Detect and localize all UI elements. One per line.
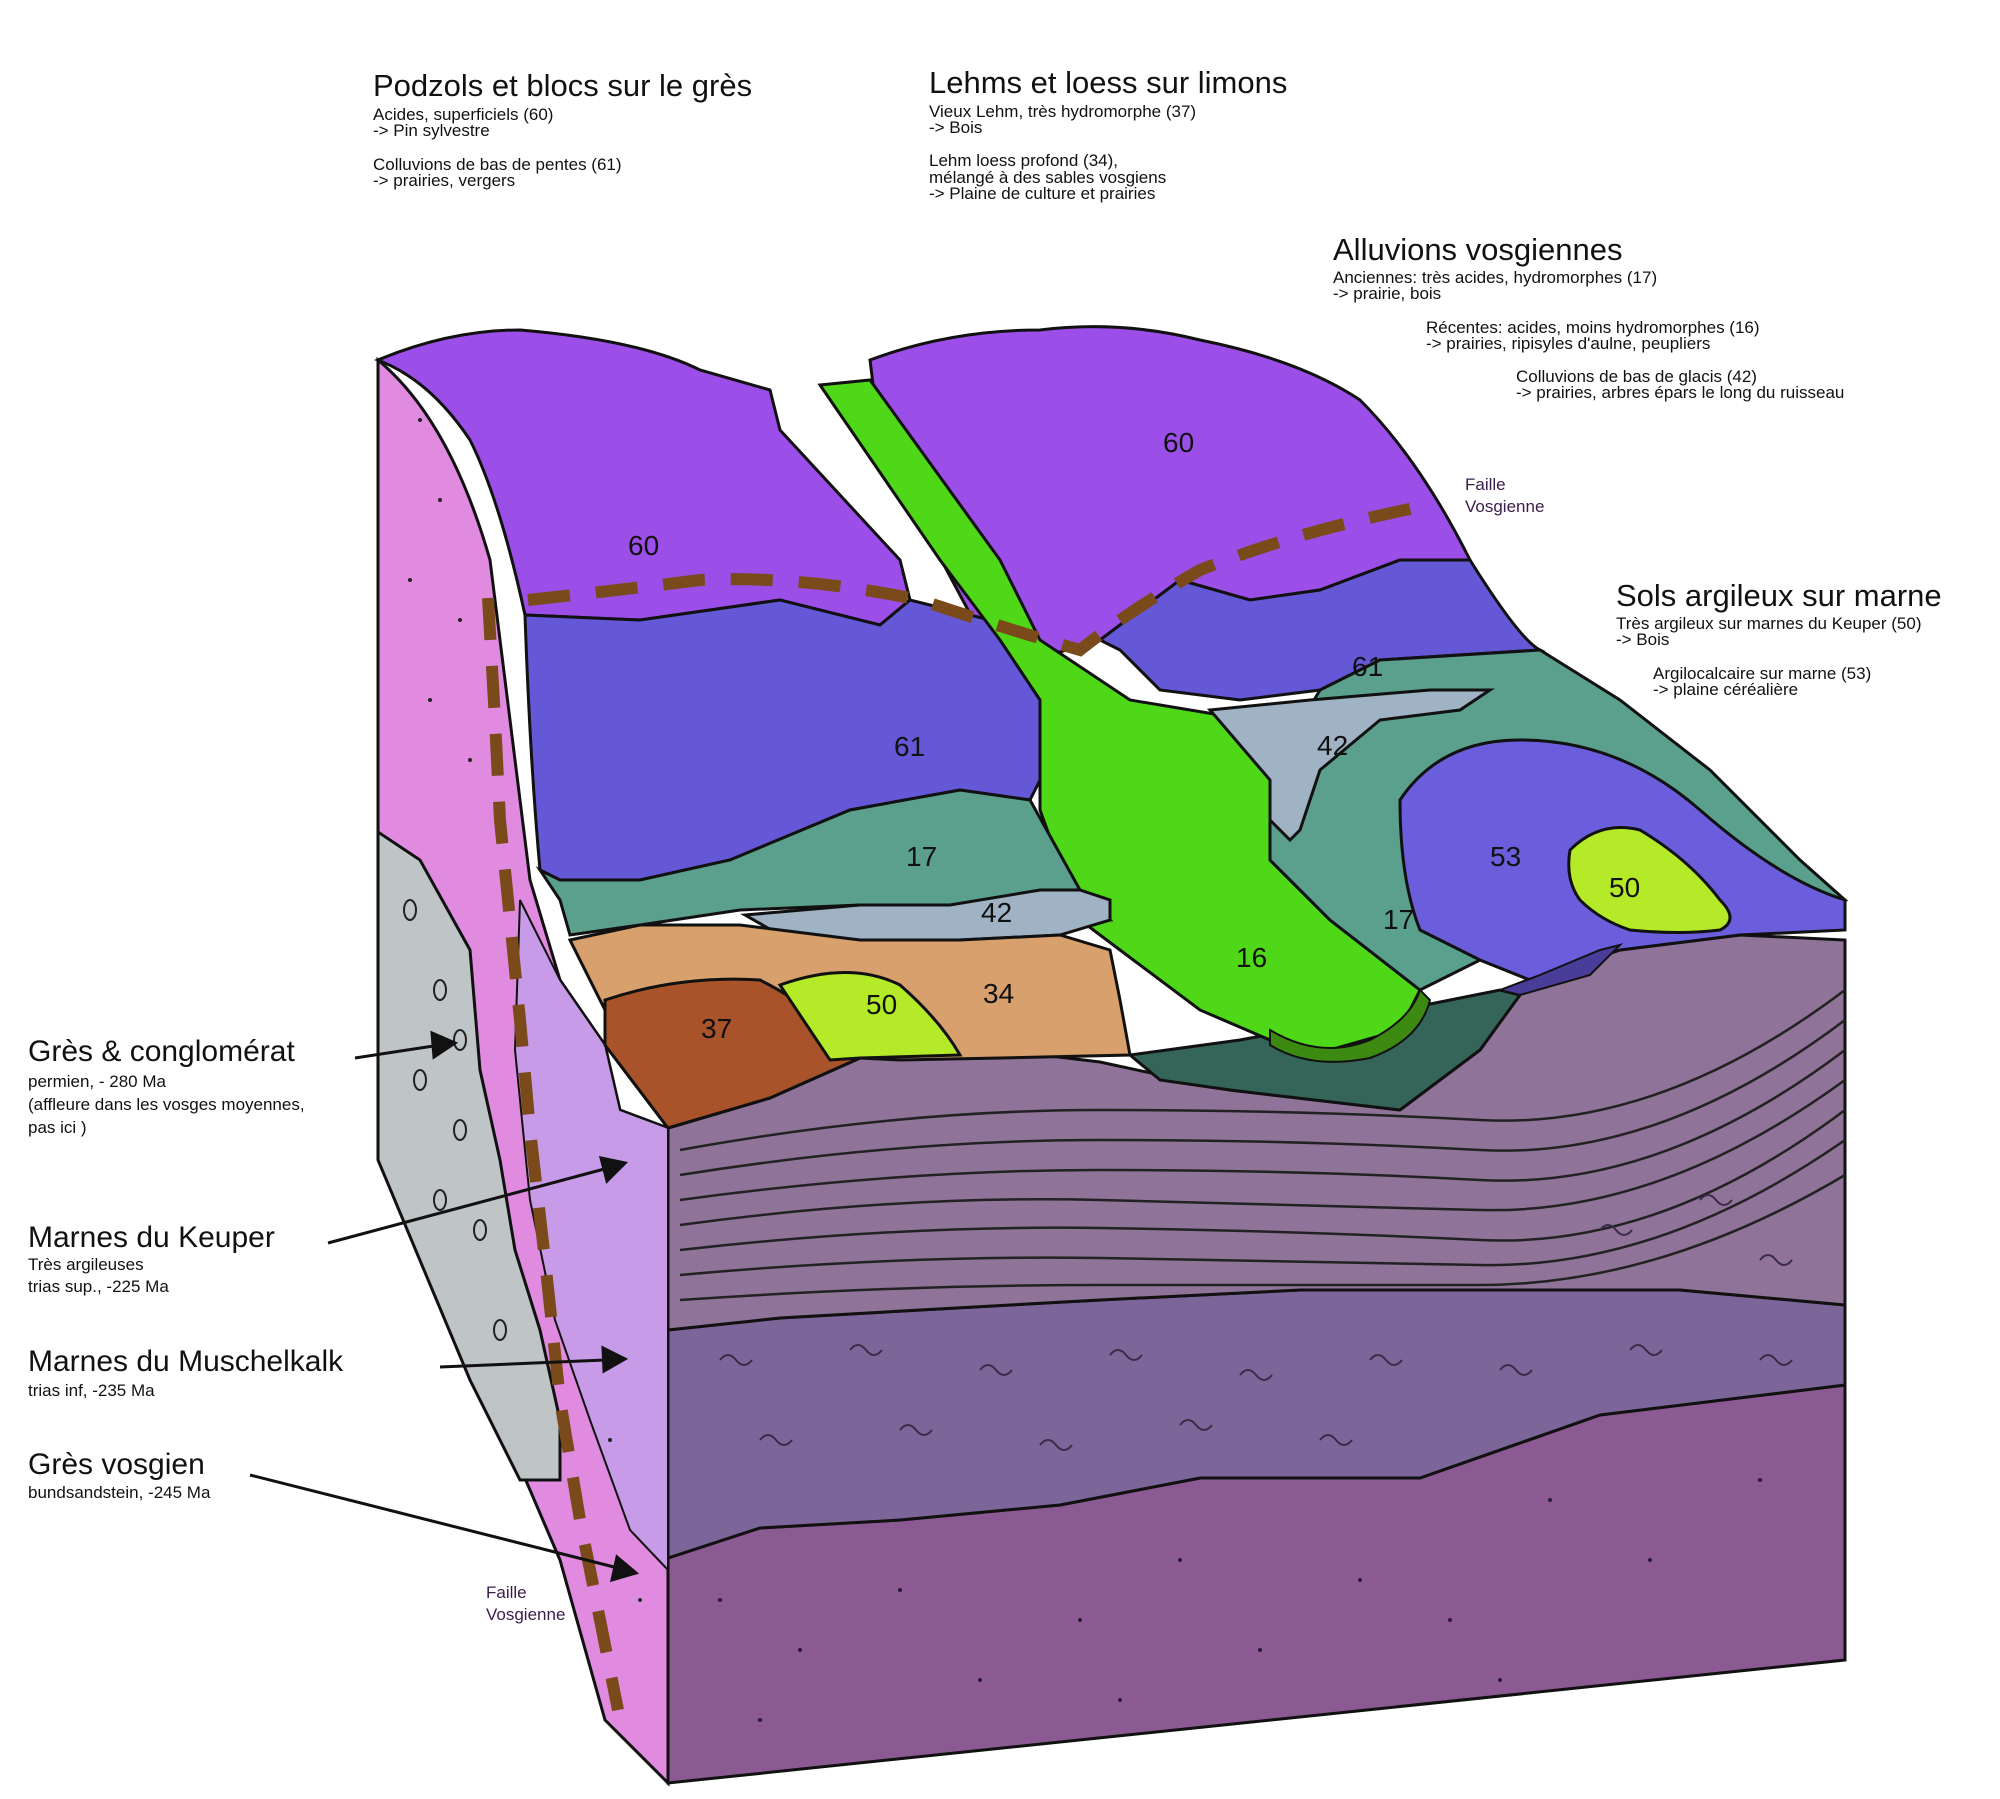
- zone-60-right: [868, 325, 1473, 672]
- zone-label-17-left: 17: [906, 841, 937, 872]
- layer-name-gres-conglomerat: Grès & conglomérat: [28, 1035, 295, 1068]
- fault-label-bottom-line-2: Vosgienne: [486, 1605, 566, 1624]
- zone-42-right: [1206, 688, 1495, 843]
- lehms-line-5: -> Plaine de culture et prairies: [929, 184, 1156, 203]
- alluvions-line-5: Colluvions de bas de glacis (42): [1516, 367, 1757, 386]
- fault-line-surface: [527, 499, 1432, 657]
- layer-desc-marnes-keuper-1: Très argileuses: [28, 1255, 144, 1274]
- conglomerat-pebbles: [403, 899, 507, 1341]
- arrow-head-gres-conglomerat: [430, 1030, 459, 1060]
- zone-16-channel-dark: [1269, 988, 1432, 1063]
- alluvions-line-1: Anciennes: très acides, hydromorphes (17…: [1333, 268, 1658, 287]
- zone-60-left: [373, 328, 912, 627]
- zone-label-34: 34: [983, 978, 1014, 1009]
- layer-desc-marnes-keuper-2: trias sup., -225 Ma: [28, 1277, 169, 1296]
- layer-name-marnes-muschelkalk: Marnes du Muschelkalk: [28, 1345, 344, 1378]
- arrow-marnes-muschelkalk: [439, 1358, 606, 1369]
- zone-label-42-left: 42: [981, 897, 1012, 928]
- arrow-head-gres-vosgien: [609, 1554, 640, 1583]
- zone-label-50-left: 50: [866, 989, 897, 1020]
- lehms-title: Lehms et loess sur limons: [929, 65, 1288, 100]
- zone-label-60-left: 60: [628, 530, 659, 561]
- layer-desc-gres-conglomerat-3: pas ici ): [28, 1118, 87, 1137]
- alluvions-line-6: -> prairies, arbres épars le long du rui…: [1516, 383, 1845, 402]
- zone-label-37: 37: [701, 1013, 732, 1044]
- layer-name-marnes-keuper: Marnes du Keuper: [28, 1221, 275, 1254]
- layer-desc-gres-conglomerat-2: (affleure dans les vosges moyennes,: [28, 1095, 305, 1114]
- layer-desc-gres-conglomerat-1: permien, - 280 Ma: [28, 1072, 166, 1091]
- zone-label-60-right: 60: [1163, 427, 1194, 458]
- arrow-gres-vosgien: [249, 1473, 619, 1570]
- fault-lines: [482, 499, 1432, 1712]
- left-face-lavender: [513, 899, 669, 1573]
- fault-label-top: Faille Vosgienne: [1465, 474, 1544, 518]
- keuper-bedding-lines: [679, 989, 1846, 1302]
- zone-numbers: 60 60 61 61 17 17 42 42 16 53 50 50 34 3…: [628, 427, 1640, 1044]
- zone-label-17-right: 17: [1383, 904, 1414, 935]
- alluvions-line-3: Récentes: acides, moins hydromorphes (16…: [1426, 318, 1760, 337]
- fault-label-top-line-1: Faille: [1465, 475, 1506, 494]
- gres-vosgien-dots: [718, 1478, 1762, 1722]
- fault-line-vertical: [482, 597, 624, 1712]
- zone-50-left: [777, 971, 963, 1062]
- alluvions-title: Alluvions vosgiennes: [1333, 232, 1623, 267]
- podzols-title: Podzols et blocs sur le grès: [373, 68, 753, 103]
- fault-label-top-line-2: Vosgienne: [1465, 497, 1545, 516]
- sols-argileux-line-2: -> Bois: [1616, 630, 1670, 649]
- sols-argileux-line-1: Très argileux sur marnes du Keuper (50): [1616, 614, 1922, 633]
- zone-label-42-right: 42: [1317, 730, 1348, 761]
- podzols-line-4: -> prairies, vergers: [373, 171, 516, 190]
- zone-label-53: 53: [1490, 841, 1521, 872]
- sols-argileux-line-4: -> plaine céréalière: [1653, 680, 1799, 699]
- zone-label-61-right: 61: [1352, 651, 1383, 682]
- lehms-line-1: Vieux Lehm, très hydromorphe (37): [929, 102, 1197, 121]
- arrow-marnes-keuper: [327, 1166, 609, 1245]
- conglomerat-grey: [376, 829, 562, 1482]
- podzols-line-2: -> Pin sylvestre: [373, 121, 490, 140]
- zone-label-50-right: 50: [1609, 872, 1640, 903]
- sols-argileux-line-3: Argilocalcaire sur marne (53): [1653, 664, 1872, 683]
- fault-label-bottom-line-1: Faille: [486, 1583, 527, 1602]
- alluvions-line-4: -> prairies, ripisyles d'aulne, peuplier…: [1426, 334, 1711, 353]
- podzols-line-1: Acides, superficiels (60): [373, 105, 554, 124]
- zone-50-right: [1567, 826, 1732, 934]
- layer-name-gres-vosgien: Grès vosgien: [28, 1448, 205, 1481]
- lehms-line-3: Lehm loess profond (34),: [929, 151, 1118, 170]
- zone-label-16: 16: [1236, 942, 1267, 973]
- front-face: [602, 933, 1847, 1785]
- arrow-head-marnes-keuper: [598, 1156, 629, 1184]
- layer-desc-gres-vosgien-1: bundsandstein, -245 Ma: [28, 1483, 211, 1502]
- lehms-line-2: -> Bois: [929, 118, 983, 137]
- arrow-head-marnes-muschelkalk: [601, 1345, 629, 1374]
- arrow-gres-conglomerat: [354, 1043, 441, 1060]
- top-surface: [373, 325, 1849, 1130]
- left-face: [376, 356, 670, 1787]
- podzols-line-3: Colluvions de bas de pentes (61): [373, 155, 622, 174]
- fault-label-bottom: Faille Vosgienne: [486, 1582, 565, 1626]
- lehms-line-4: mélangé à des sables vosgiens: [929, 168, 1167, 187]
- alluvions-line-2: -> prairie, bois: [1333, 284, 1442, 303]
- layer-desc-marnes-muschelkalk-1: trias inf, -235 Ma: [28, 1381, 155, 1400]
- zone-label-61-left: 61: [894, 731, 925, 762]
- muschelkalk-marks: [719, 1194, 1793, 1451]
- dark-blue-strip: [1496, 943, 1624, 997]
- layer-arrows: [249, 1030, 640, 1583]
- sols-argileux-title: Sols argileux sur marne: [1616, 578, 1942, 613]
